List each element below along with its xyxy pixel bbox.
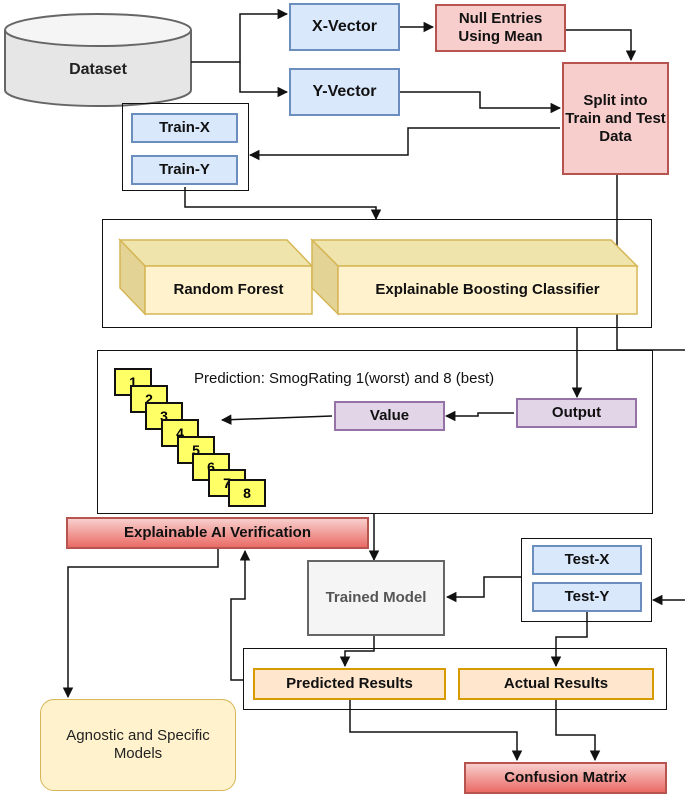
random-forest-label: Random Forest <box>173 281 284 298</box>
predicted-results-box[interactable]: Predicted Results <box>253 668 446 700</box>
y-vector-box[interactable]: Y-Vector <box>289 68 400 116</box>
null-entries-box[interactable]: Null Entries Using Mean <box>435 4 566 52</box>
value-box[interactable]: Value <box>334 401 445 431</box>
xai-verification-box[interactable]: Explainable AI Verification <box>66 517 369 549</box>
x-vector-box[interactable]: X-Vector <box>289 3 400 51</box>
model-group <box>102 219 652 328</box>
trained-model-box[interactable]: Trained Model <box>307 560 445 636</box>
results-group <box>243 648 667 710</box>
prediction-caption: Prediction: SmogRating 1(worst) and 8 (b… <box>194 370 495 387</box>
ebc-cube <box>310 238 639 316</box>
test-group <box>521 538 652 622</box>
train-group <box>122 103 249 191</box>
agnostic-models-box[interactable]: Agnostic and Specific Models <box>40 699 236 791</box>
prediction-group <box>97 350 653 514</box>
rating-8: 8 <box>228 479 266 507</box>
output-box[interactable]: Output <box>516 398 637 428</box>
split-data-box[interactable]: Split into Train and Test Data <box>562 62 669 175</box>
dataset-cylinder <box>4 13 192 107</box>
ebc-label: Explainable Boosting Classifier <box>375 281 600 298</box>
test-y-box[interactable]: Test-Y <box>532 582 642 612</box>
train-y-box[interactable]: Train-Y <box>131 155 238 185</box>
confusion-matrix-box[interactable]: Confusion Matrix <box>464 762 667 794</box>
train-x-box[interactable]: Train-X <box>131 113 238 143</box>
test-x-box[interactable]: Test-X <box>532 545 642 575</box>
random-forest-cube <box>118 238 314 316</box>
actual-results-box[interactable]: Actual Results <box>458 668 654 700</box>
dataset-label: Dataset <box>69 61 127 79</box>
